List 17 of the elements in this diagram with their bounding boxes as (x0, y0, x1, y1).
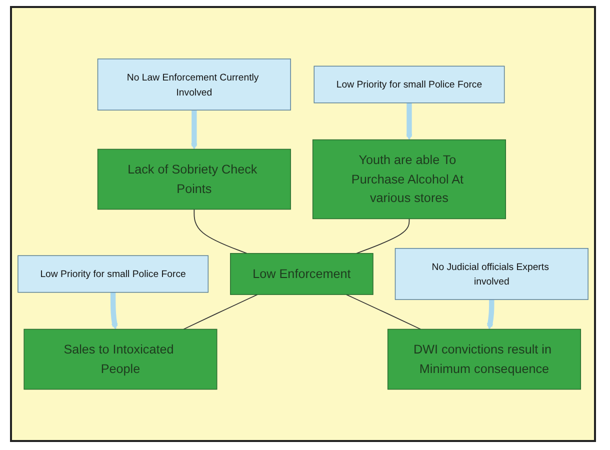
arrow (406, 102, 412, 140)
node-box: No Law Enforcement Currently Involved (97, 58, 291, 110)
node-box: Lack of Sobriety Check Points (97, 148, 291, 210)
connector (183, 294, 258, 330)
arrow (190, 110, 198, 150)
node-box: Youth are able To Purchase Alcohol At various stores (312, 139, 506, 219)
connector (346, 294, 422, 330)
connector (356, 218, 410, 254)
arrow (486, 299, 494, 330)
node-box: Low Priority for small Police Force (18, 255, 209, 293)
arrow (110, 292, 118, 330)
node-box: DWI convictions result in Minimum consequence (387, 328, 582, 390)
node-box: Low Enforcement (230, 252, 374, 295)
node-box: Sales to Intoxicated People (24, 328, 218, 390)
connector (194, 208, 248, 254)
node-box: Low Priority for small Police Force (314, 66, 505, 104)
node-box: No Judicial officials Experts involved (394, 248, 588, 300)
